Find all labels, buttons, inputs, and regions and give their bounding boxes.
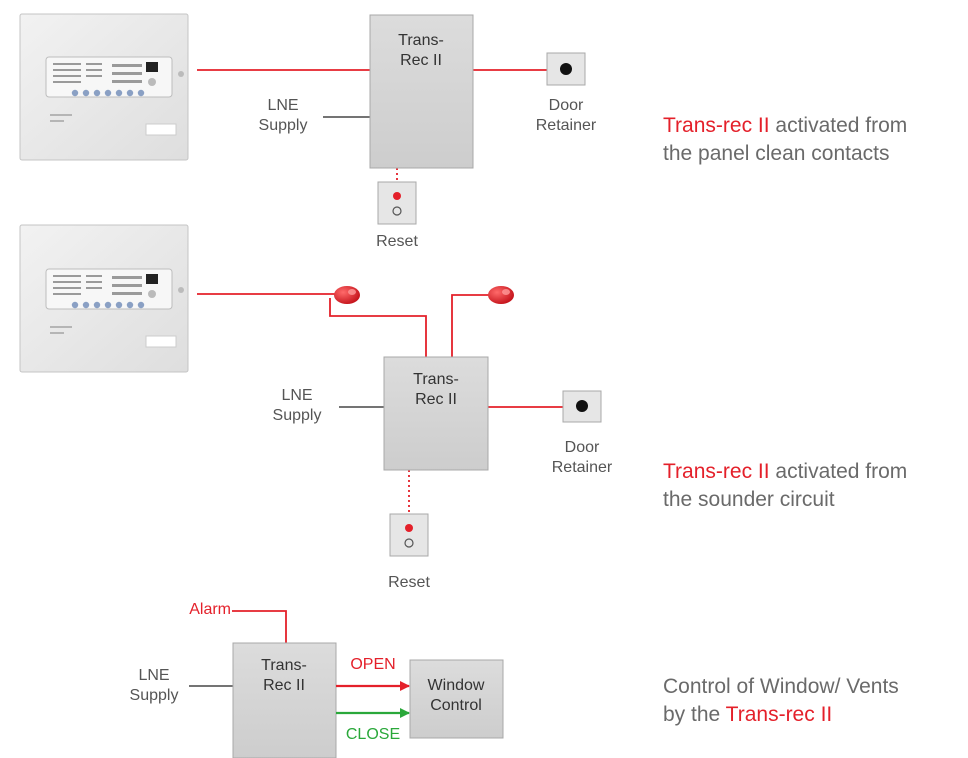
transrec-label-2-line1: Trans- <box>413 371 459 388</box>
sounder-circuit-wire-b <box>329 298 427 357</box>
reset-label-2: Reset <box>388 574 430 591</box>
transrec-label-1-line1: Trans- <box>398 32 444 49</box>
fire-panel-2 <box>19 224 189 373</box>
open-label: OPEN <box>350 656 396 673</box>
door-retainer-icon-2 <box>562 390 602 423</box>
transrec-box-3 <box>232 642 337 758</box>
sounder-icon-1 <box>334 286 360 304</box>
transrec-label-2-line2: Rec II <box>415 391 457 408</box>
reset-unit-icon-2 <box>389 513 429 557</box>
reset-unit-icon-1 <box>377 181 417 225</box>
alarm-wire <box>232 610 287 643</box>
caption-1: Trans-rec II activated from the panel cl… <box>663 114 908 165</box>
transrec-label-3-line2: Rec II <box>263 677 305 694</box>
fire-panel-1 <box>19 13 189 161</box>
window-control-box <box>409 659 504 739</box>
transrec-label-3-line1: Trans- <box>261 657 307 674</box>
window-control-label-line2: Control <box>430 697 482 714</box>
alarm-label: Alarm <box>189 601 231 618</box>
transrec-box-2 <box>383 356 489 471</box>
caption-2: Trans-rec II activated from the sounder … <box>663 460 908 511</box>
door-retainer-icon-1 <box>546 52 586 86</box>
caption-3: Control of Window/ Vents by the Trans-re… <box>663 675 899 726</box>
window-control-label-line1: Window <box>428 677 485 694</box>
close-label: CLOSE <box>345 726 401 743</box>
transrec-label-1-line2: Rec II <box>400 52 442 69</box>
sounder-circuit-wire-c <box>451 294 494 357</box>
reset-label-1: Reset <box>376 233 418 250</box>
sounder-icon-2 <box>488 286 514 304</box>
transrec-box-1 <box>369 14 474 169</box>
